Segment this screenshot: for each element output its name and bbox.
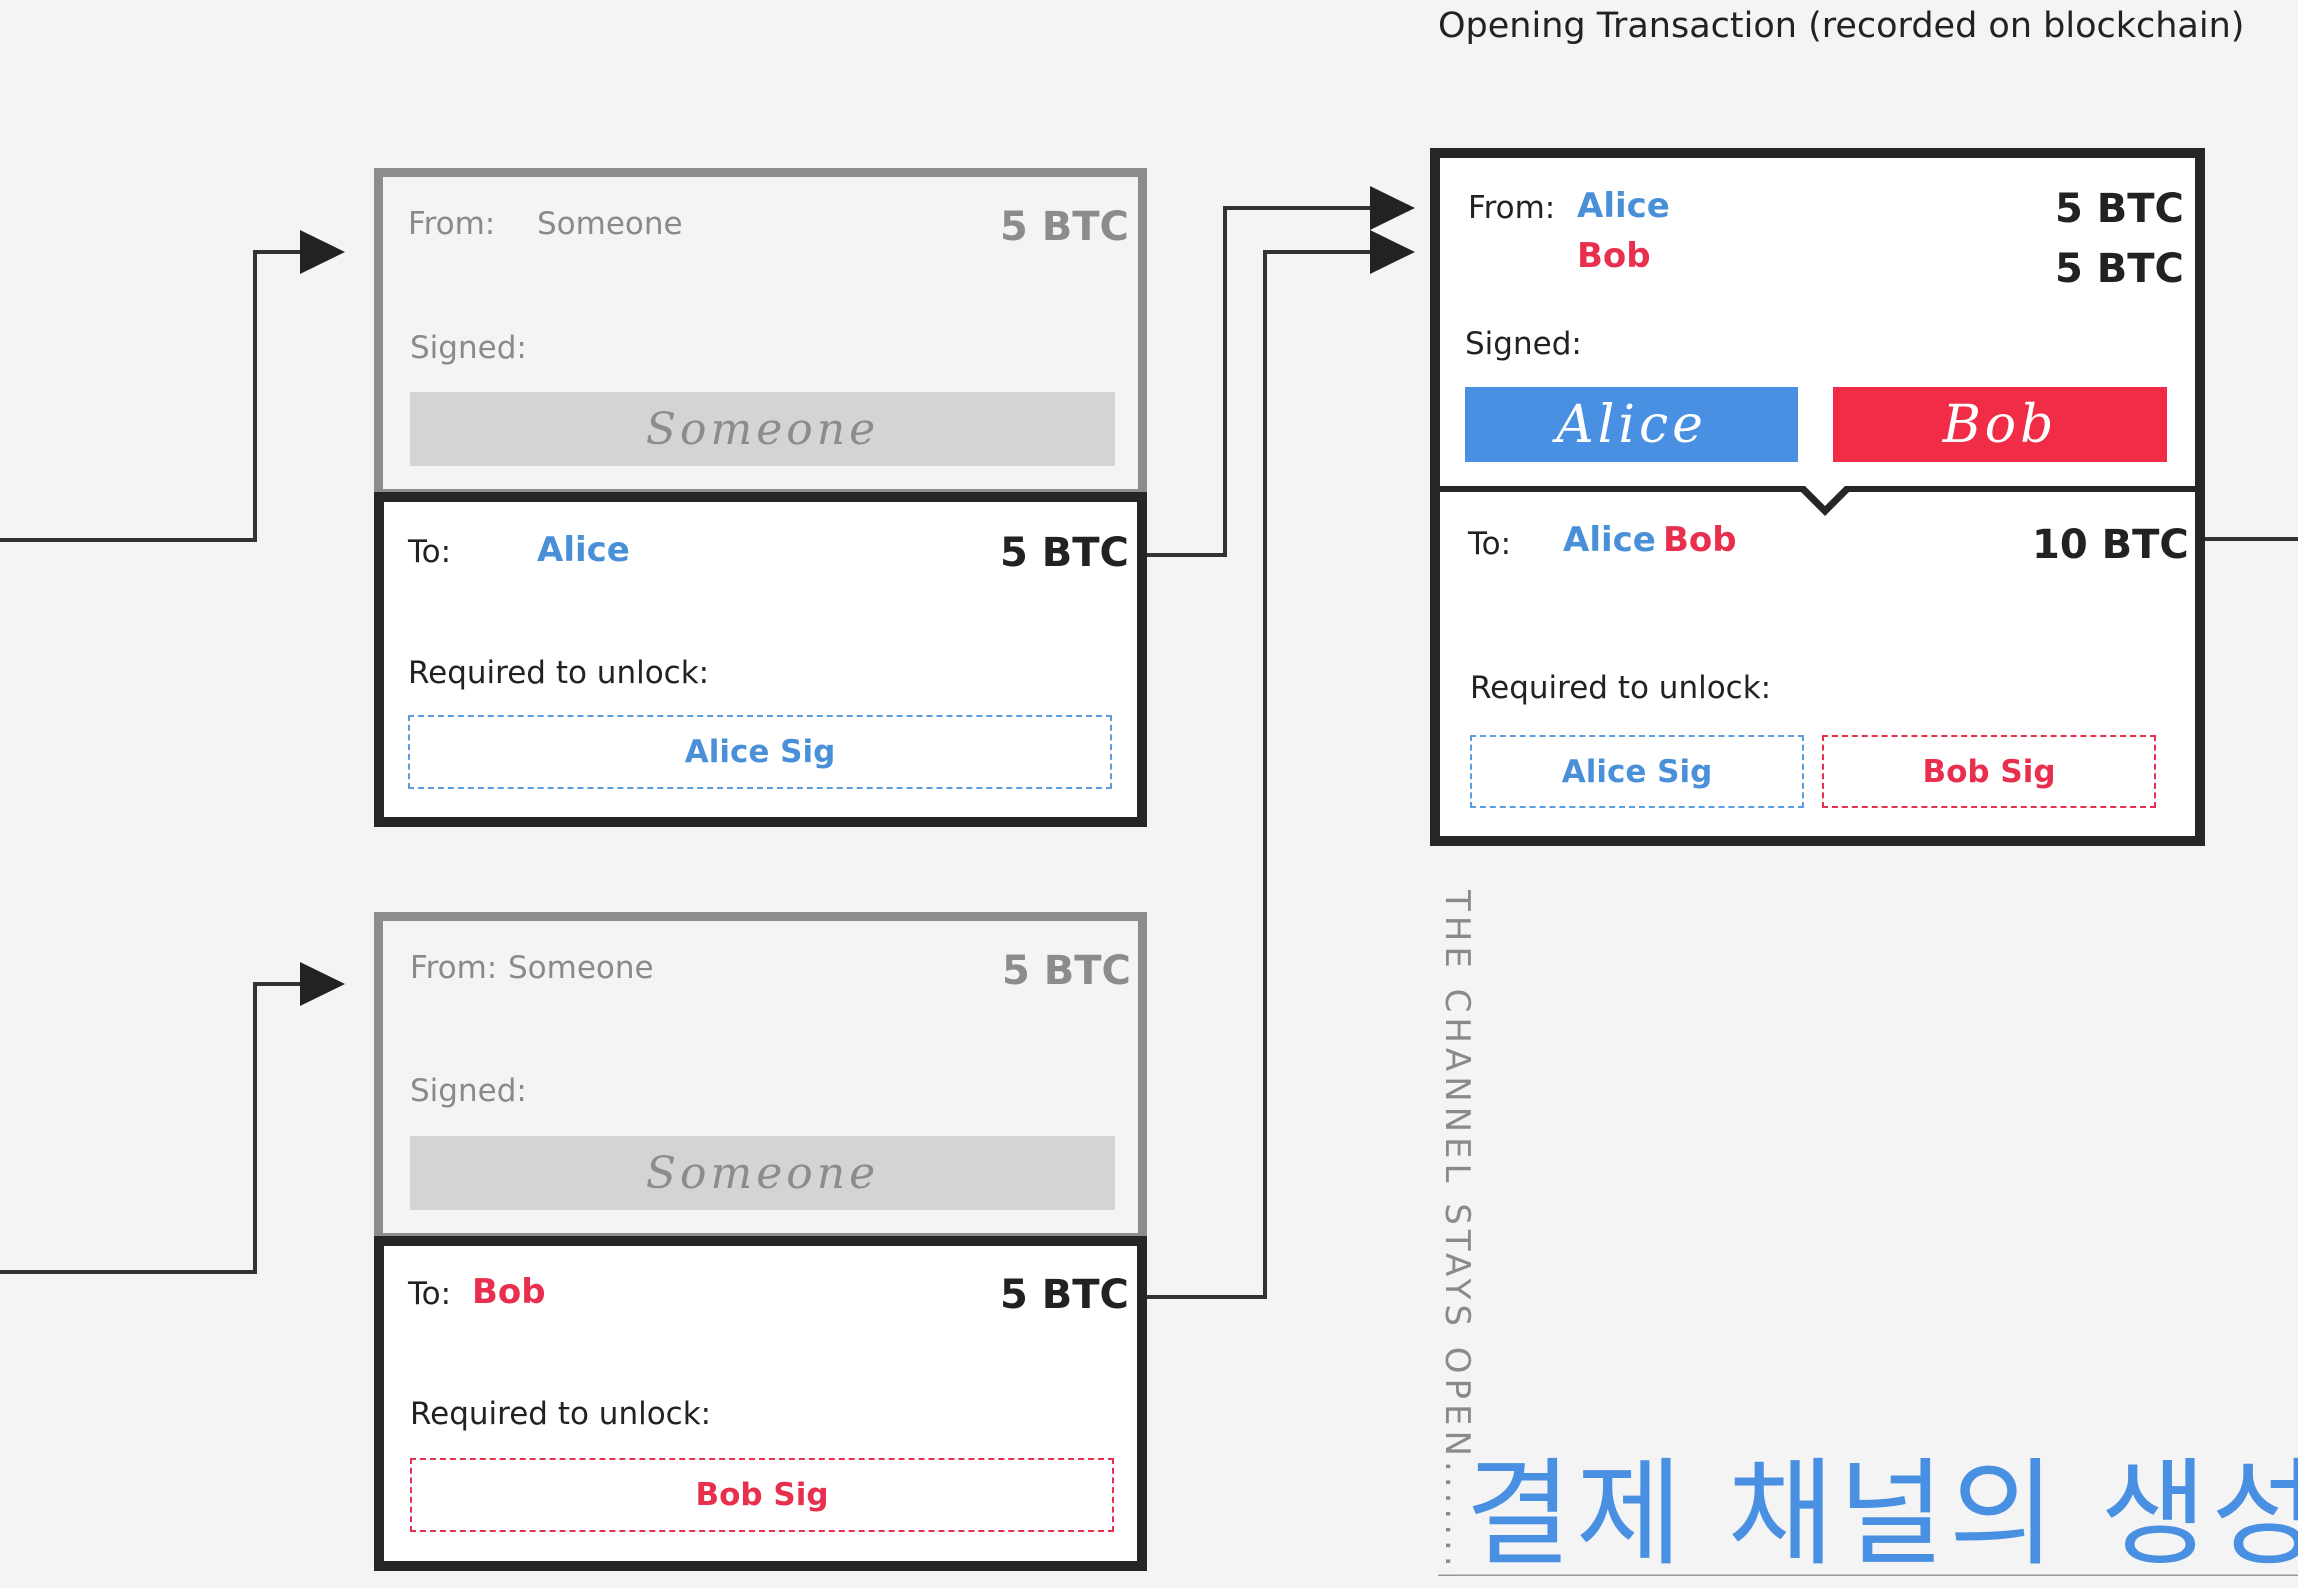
tx1-from-label: From: <box>408 206 496 242</box>
opening-transaction-title: Opening Transaction (recorded on blockch… <box>1438 6 2245 46</box>
bob-output-line <box>1118 250 1375 1299</box>
opening-tx-box <box>1430 148 2205 846</box>
tx2-to-label: To: <box>408 1276 452 1312</box>
opening-output-amount: 10 BTC <box>2032 522 2189 568</box>
opening-from-label: From: <box>1468 190 1556 226</box>
arrowhead-3 <box>1370 186 1415 230</box>
caption-korean: 결제 채널의 생성 <box>1465 1447 2298 1582</box>
opening-required-bob-sig: Bob Sig <box>1822 735 2156 808</box>
opening-required-label: Required to unlock: <box>1470 670 1772 706</box>
divider-notch <box>1795 486 1855 516</box>
tx2-output-box <box>374 1236 1147 1571</box>
tx2-required-label: Required to unlock: <box>410 1396 712 1432</box>
tx2-output-amount: 5 BTC <box>1000 1272 1129 1318</box>
tx2-input-amount: 5 BTC <box>1002 948 1131 994</box>
tx1-to-label: To: <box>408 534 452 570</box>
tx1-required-label: Required to unlock: <box>408 655 710 691</box>
tx1-from-name: Someone <box>537 206 683 242</box>
opening-to-bob: Bob <box>1663 520 1737 560</box>
tx2-from-label: From: <box>410 950 498 986</box>
opening-required-alice-sig: Alice Sig <box>1470 735 1804 808</box>
opening-amount-bob: 5 BTC <box>2055 246 2184 292</box>
arrowhead-2 <box>300 962 345 1006</box>
tx1-required-alice-sig: Alice Sig <box>408 715 1112 789</box>
opening-to-label: To: <box>1468 526 1512 562</box>
tx2-signature-bar: Someone <box>410 1136 1115 1210</box>
arrowhead-1 <box>300 230 345 274</box>
tx1-output-amount: 5 BTC <box>1000 530 1129 576</box>
opening-to-alice: Alice <box>1563 520 1656 560</box>
tx2-from-name: Someone <box>508 950 654 986</box>
tx1-input-amount: 5 BTC <box>1000 204 1129 250</box>
opening-from-alice: Alice <box>1577 186 1670 226</box>
tx2-to-name: Bob <box>472 1272 546 1312</box>
incoming-line-2 <box>0 982 300 1274</box>
opening-amount-alice: 5 BTC <box>2055 186 2184 232</box>
incoming-line-1 <box>0 250 300 542</box>
tx2-signed-label: Signed: <box>410 1073 527 1109</box>
alice-signature-bar: Alice <box>1465 387 1798 462</box>
tx1-output-box <box>374 492 1147 827</box>
bob-signature-bar: Bob <box>1833 387 2167 462</box>
opening-from-bob: Bob <box>1577 236 1651 276</box>
tx1-signature-bar: Someone <box>410 392 1115 466</box>
alice-output-line <box>1118 206 1375 557</box>
tx2-required-bob-sig: Bob Sig <box>410 1458 1114 1532</box>
opening-signed-label: Signed: <box>1465 326 1582 362</box>
arrowhead-4 <box>1370 230 1415 274</box>
channel-open-note: THE CHANNEL STAYS OPEN..........T <box>1437 890 1477 1576</box>
tx1-signed-label: Signed: <box>410 330 527 366</box>
tx1-to-name: Alice <box>537 530 630 570</box>
